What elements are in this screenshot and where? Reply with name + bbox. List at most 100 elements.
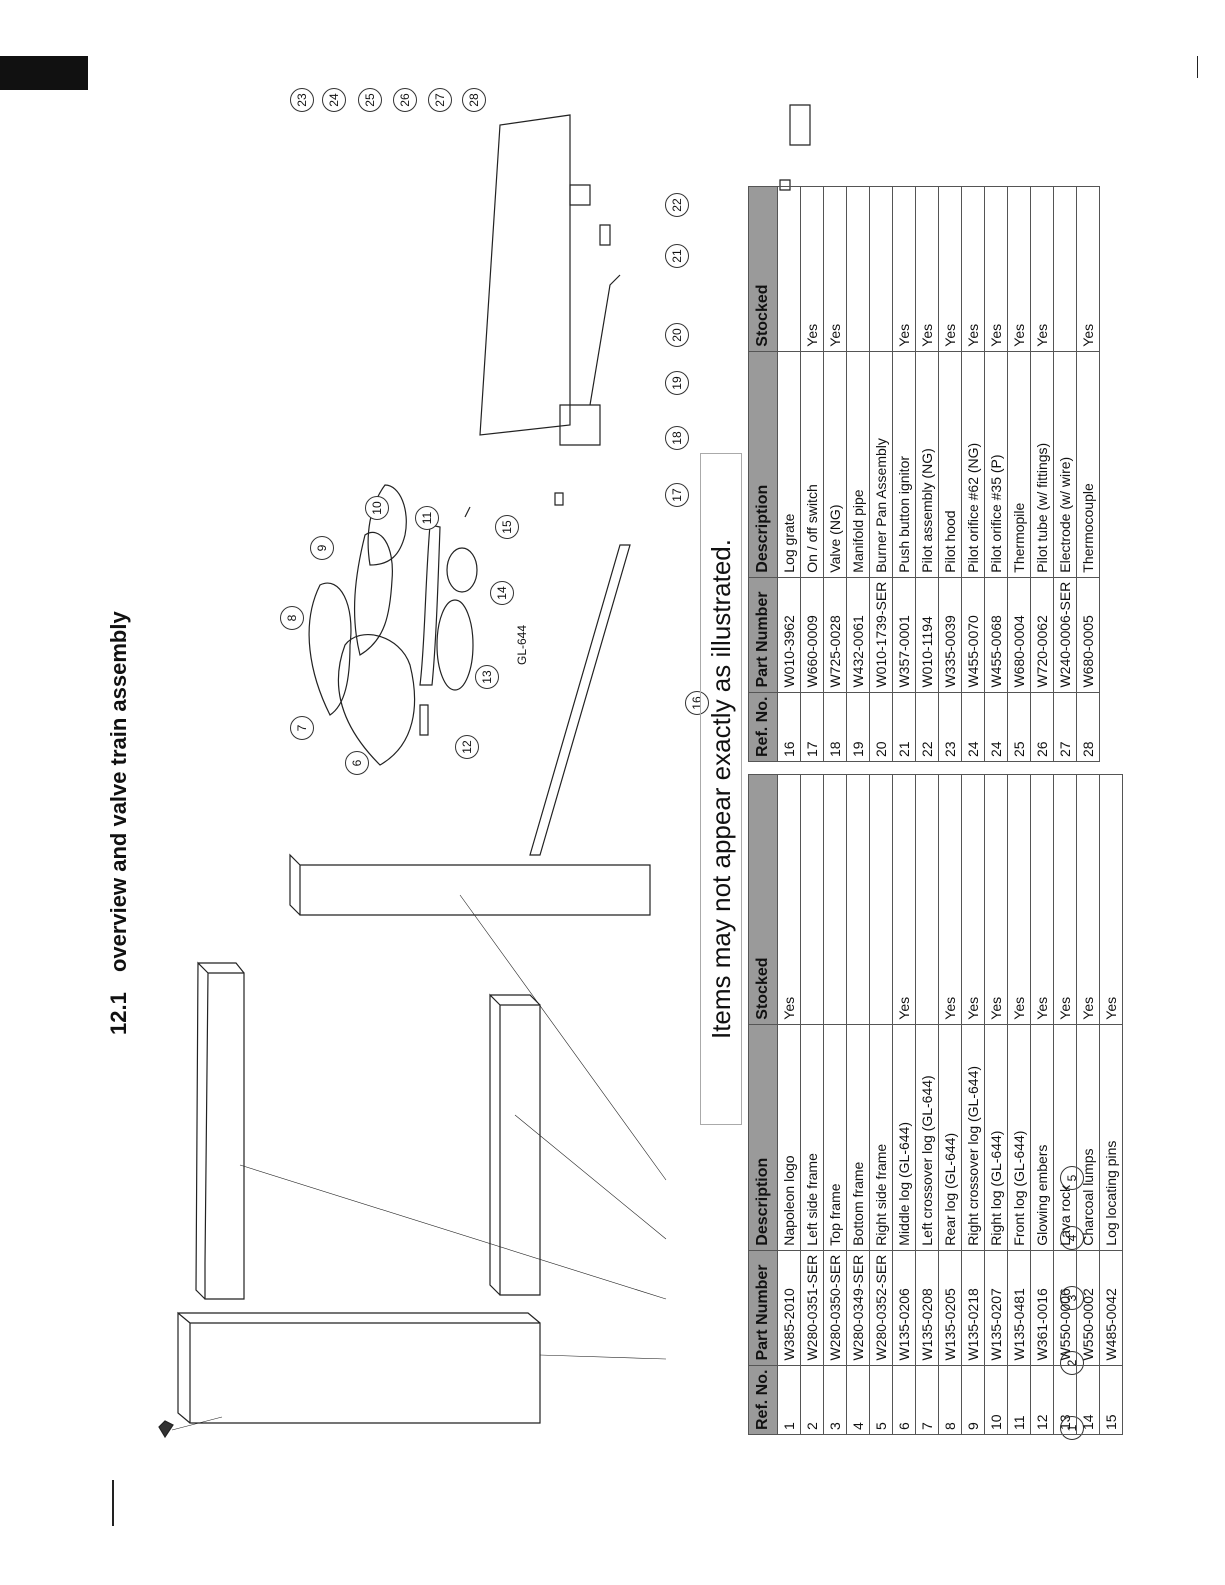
ref-cell: 22 bbox=[915, 692, 939, 762]
bottom-frame-part bbox=[489, 993, 541, 1296]
description-cell: Thermocouple bbox=[1076, 351, 1100, 578]
col-ref-no: Ref. No. bbox=[748, 1365, 778, 1435]
description-cell: Middle log (GL-644) bbox=[892, 1024, 916, 1251]
stocked-cell bbox=[1053, 186, 1077, 352]
ref-cell: 6 bbox=[892, 1365, 916, 1435]
part-number-cell: W135-0208 bbox=[915, 1250, 939, 1366]
ignitor-part bbox=[599, 224, 611, 246]
callout-18: 18 bbox=[665, 426, 689, 450]
parts-table-left: Ref. No. Part Number Description Stocked… bbox=[748, 774, 1123, 1435]
ref-cell: 11 bbox=[1007, 1365, 1031, 1435]
stocked-cell: Yes bbox=[1099, 774, 1123, 1025]
ref-cell: 25 bbox=[1007, 692, 1031, 762]
stocked-cell bbox=[777, 186, 801, 352]
ref-cell: 21 bbox=[892, 692, 916, 762]
col-description: Description bbox=[748, 1024, 778, 1251]
right-log-part bbox=[367, 484, 407, 566]
stocked-cell bbox=[823, 774, 847, 1025]
col-ref-no: Ref. No. bbox=[748, 692, 778, 762]
left-side-frame-part bbox=[177, 1311, 541, 1424]
stocked-cell: Yes bbox=[915, 186, 939, 352]
ref-cell: 7 bbox=[915, 1365, 939, 1435]
right-crossover-log-part bbox=[353, 532, 393, 656]
description-cell: Pilot orifice #62 (NG) bbox=[961, 351, 985, 578]
stocked-cell: Yes bbox=[1076, 774, 1100, 1025]
description-cell: Pilot orifice #35 (P) bbox=[984, 351, 1008, 578]
part-number-cell: W280-0352-SER bbox=[869, 1250, 893, 1366]
stocked-cell: Yes bbox=[1053, 774, 1077, 1025]
callout-12: 12 bbox=[455, 735, 479, 759]
log-pins-part bbox=[464, 506, 471, 518]
part-number-cell: W680-0005 bbox=[1076, 577, 1100, 693]
description-cell: Rear log (GL-644) bbox=[938, 1024, 962, 1251]
part-number-cell: W280-0351-SER bbox=[800, 1250, 824, 1366]
stocked-cell: Yes bbox=[1007, 186, 1031, 352]
ref-cell: 1 bbox=[777, 1365, 801, 1435]
description-cell: Push button ignitor bbox=[892, 351, 916, 578]
ref-cell: 26 bbox=[1030, 692, 1054, 762]
description-cell: Valve (NG) bbox=[823, 351, 847, 578]
description-cell: Right side frame bbox=[869, 1024, 893, 1251]
description-cell: On / off switch bbox=[800, 351, 824, 578]
charcoal-lumps-part bbox=[446, 547, 478, 593]
top-frame-part bbox=[195, 961, 245, 1300]
stocked-cell bbox=[846, 186, 870, 352]
part-number-cell: W335-0039 bbox=[938, 577, 962, 693]
callout-28: 28 bbox=[462, 88, 486, 112]
callout-22: 22 bbox=[665, 193, 689, 217]
description-cell: Glowing embers bbox=[1030, 1024, 1054, 1251]
stocked-cell bbox=[846, 774, 870, 1025]
stocked-cell: Yes bbox=[892, 186, 916, 352]
part-number-cell: W135-0205 bbox=[938, 1250, 962, 1366]
callout-21: 21 bbox=[665, 244, 689, 268]
ref-cell: 13 bbox=[1053, 1365, 1077, 1435]
ref-cell: 28 bbox=[1076, 692, 1100, 762]
stocked-cell: Yes bbox=[984, 774, 1008, 1025]
col-part-number: Part Number bbox=[748, 577, 778, 693]
description-cell: Left crossover log (GL-644) bbox=[915, 1024, 939, 1251]
manifold-pipe-part bbox=[589, 274, 621, 406]
description-cell: Burner Pan Assembly bbox=[869, 351, 893, 578]
description-cell: Pilot assembly (NG) bbox=[915, 351, 939, 578]
part-number-cell: W485-0042 bbox=[1099, 1250, 1123, 1366]
description-cell: Bottom frame bbox=[846, 1024, 870, 1251]
part-number-cell: W280-0349-SER bbox=[846, 1250, 870, 1366]
callout-27: 27 bbox=[428, 88, 452, 112]
col-stocked: Stocked bbox=[748, 774, 778, 1025]
part-number-cell: W135-0481 bbox=[1007, 1250, 1031, 1366]
stocked-cell: Yes bbox=[800, 186, 824, 352]
description-cell: Left side frame bbox=[800, 1024, 824, 1251]
part-number-cell: W010-1194 bbox=[915, 577, 939, 693]
part-number-cell: W432-0061 bbox=[846, 577, 870, 693]
part-number-cell: W280-0350-SER bbox=[823, 1250, 847, 1366]
description-cell: Pilot hood bbox=[938, 351, 962, 578]
part-number-cell: W010-1739-SER bbox=[869, 577, 893, 693]
switch-part bbox=[554, 492, 564, 506]
ref-cell: 14 bbox=[1076, 1365, 1100, 1435]
callout-14: 14 bbox=[490, 581, 514, 605]
ref-cell: 2 bbox=[800, 1365, 824, 1435]
ref-cell: 10 bbox=[984, 1365, 1008, 1435]
ref-cell: 18 bbox=[823, 692, 847, 762]
stocked-cell: Yes bbox=[777, 774, 801, 1025]
right-side-frame-part bbox=[289, 853, 651, 916]
col-description: Description bbox=[748, 351, 778, 578]
callout-23: 23 bbox=[290, 88, 314, 112]
ref-cell: 24 bbox=[961, 692, 985, 762]
